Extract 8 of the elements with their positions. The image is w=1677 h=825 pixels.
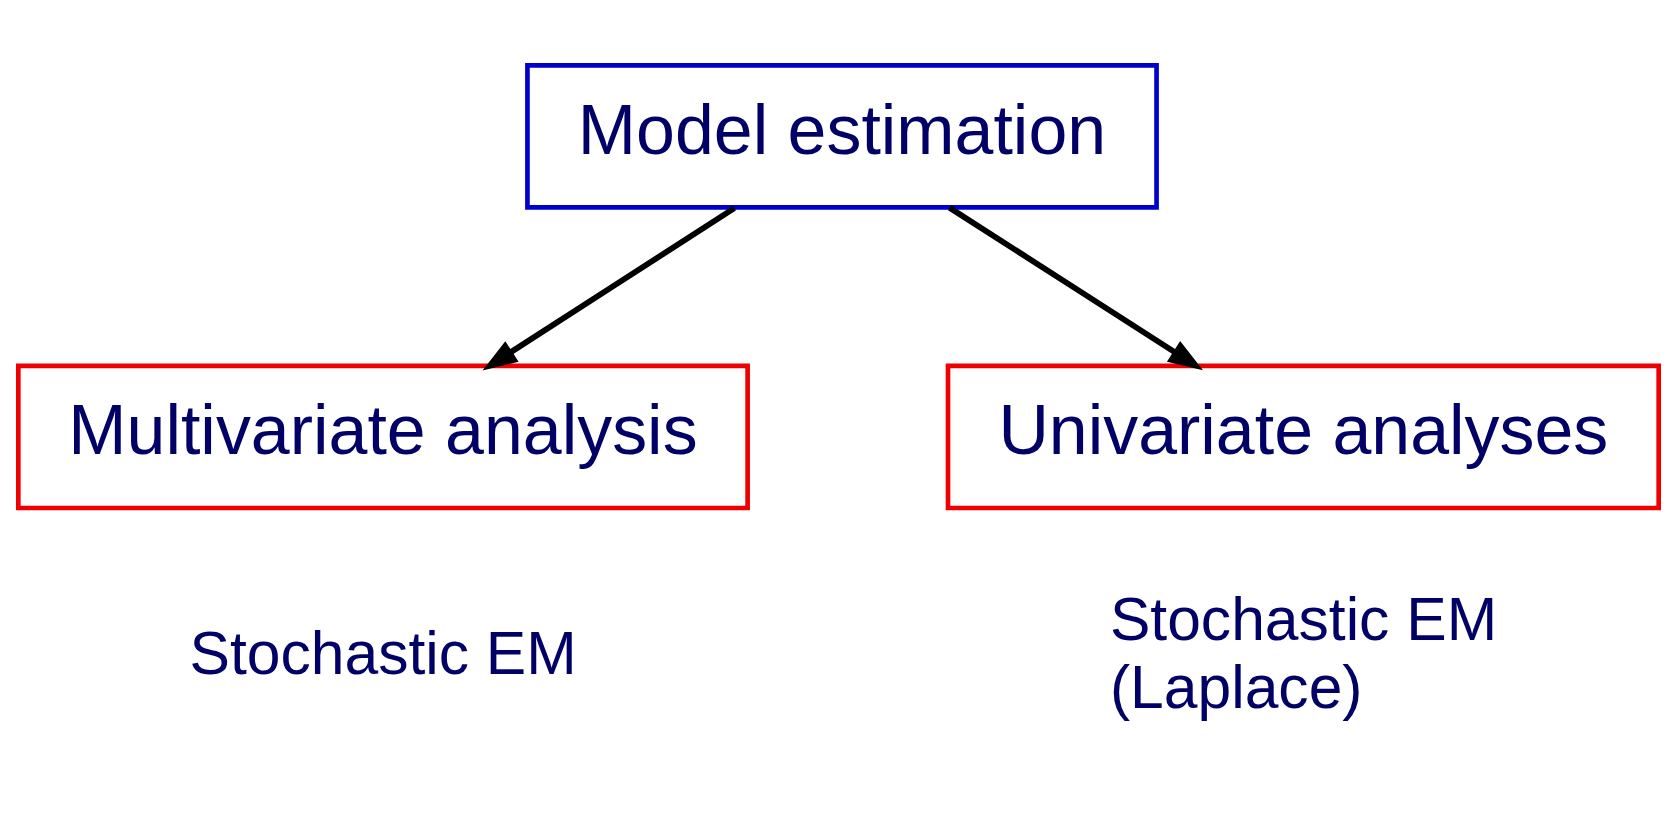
node-label: Stochastic EM bbox=[1109, 585, 1498, 654]
node-box: Model estimation bbox=[525, 63, 1159, 210]
node-label: (Laplace) bbox=[1109, 652, 1363, 721]
node-label: Stochastic EM bbox=[189, 619, 577, 688]
arrow bbox=[482, 205, 736, 371]
node-box: Multivariate analysis bbox=[16, 363, 750, 511]
node-box: Univariate analyses bbox=[945, 363, 1661, 511]
arrow bbox=[948, 205, 1203, 371]
